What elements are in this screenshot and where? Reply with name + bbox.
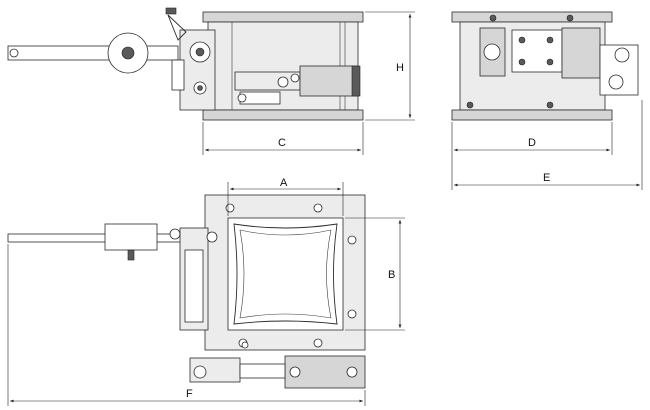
top-flange	[202, 11, 364, 23]
plan-opening	[227, 217, 344, 331]
dim-label-f: F	[186, 388, 193, 400]
side-bottom-flange	[451, 109, 613, 121]
pneumatic-cylinder	[299, 65, 359, 97]
dim-c: C	[202, 122, 364, 155]
plan-view	[7, 194, 366, 389]
bottom-flange	[202, 109, 364, 121]
lever-hub	[121, 46, 135, 60]
side-mount-plate	[511, 29, 563, 73]
limit-switch	[171, 59, 185, 91]
hand-lever	[7, 45, 179, 61]
dim-b: B	[345, 217, 405, 331]
lever-hole	[9, 48, 19, 58]
disc-outline	[233, 223, 338, 325]
dim-label-c: C	[278, 137, 286, 149]
dim-d: D	[451, 122, 613, 155]
side-cylinder	[561, 27, 601, 79]
dim-label-e: E	[543, 172, 550, 184]
dim-a: A	[227, 177, 344, 216]
dim-label-d: D	[528, 137, 536, 149]
actuator-rod-block	[234, 71, 301, 91]
dim-label-h: H	[396, 62, 404, 74]
dim-label-a: A	[280, 177, 288, 189]
dim-label-b: B	[388, 269, 395, 281]
dim-e: E	[451, 100, 643, 190]
plan-weight	[104, 223, 158, 251]
trigger-bracket	[167, 14, 187, 41]
front-view	[7, 7, 364, 121]
dim-f: F	[7, 244, 366, 406]
side-view	[451, 11, 639, 121]
side-top-flange	[451, 11, 613, 23]
dim-h: H	[365, 11, 415, 121]
